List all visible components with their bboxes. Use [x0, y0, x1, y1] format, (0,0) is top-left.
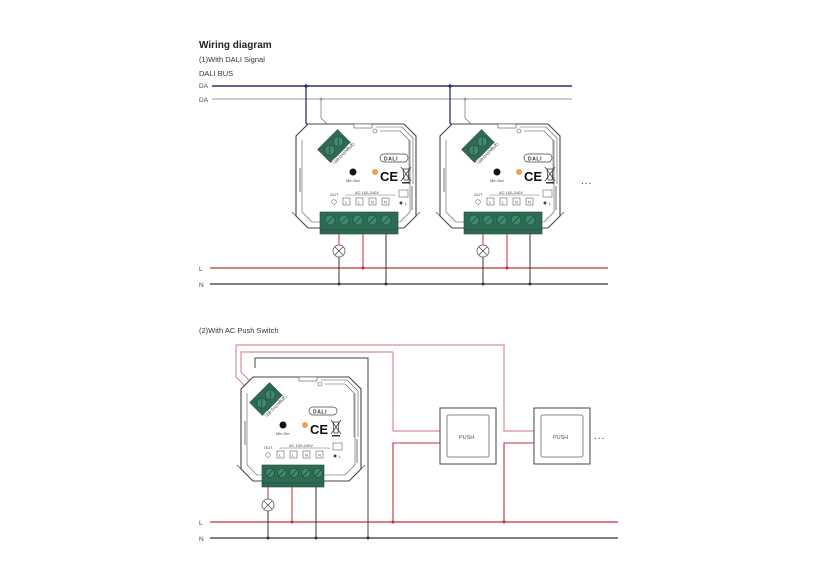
switch-signal-wire-inner — [240, 351, 440, 432]
svg-text:L: L — [549, 201, 552, 206]
power-terminal-block — [319, 211, 399, 235]
svg-text:AC 100-240V: AC 100-240V — [499, 190, 523, 195]
s1-neutral-label: N — [199, 282, 204, 289]
svg-text:N: N — [371, 200, 374, 205]
svg-text:Min.Set: Min.Set — [276, 431, 290, 436]
status-led — [372, 169, 378, 175]
svg-text:L: L — [358, 200, 361, 205]
ground-symbol-icon — [398, 189, 409, 198]
svg-text:L: L — [489, 200, 492, 205]
ce-mark: CE — [380, 169, 398, 184]
s2-neutral-wire — [254, 357, 369, 538]
dali-logo-text: DALI — [384, 157, 398, 163]
svg-text:OUT: OUT — [264, 445, 273, 450]
svg-text:DALI: DALI — [528, 157, 542, 163]
svg-text:N: N — [515, 200, 518, 205]
s1-device-1: DA DA(INPUT) DALI Min.Set CE OUT AC 100-… — [291, 84, 421, 286]
weee-bin-icon — [400, 166, 412, 184]
section2-subtitle: (2)With AC Push Switch — [199, 326, 279, 335]
svg-text:L: L — [345, 200, 348, 205]
svg-text:N: N — [305, 453, 308, 458]
svg-text:L: L — [339, 454, 342, 459]
svg-text:L: L — [292, 453, 295, 458]
svg-text:CE: CE — [310, 422, 328, 437]
bus-line-label-2: DA — [199, 97, 209, 104]
min-set-button — [349, 168, 357, 176]
s2-continuation-dots: ... — [594, 431, 605, 442]
diagram-title: Wiring diagram — [199, 40, 272, 51]
svg-text:OUT: OUT — [474, 192, 483, 197]
dali-logo — [379, 153, 409, 163]
ac-terminal-labels: L L N N — [342, 197, 390, 206]
s1-live-label: L — [199, 266, 203, 273]
svg-text:N: N — [318, 453, 321, 458]
push-switch-label: PUSH — [459, 435, 474, 441]
min-set-label: Min.Set — [346, 178, 360, 183]
s1-device-2: DA DA(INPUT) DALI Min.Set CE OUT AC 100-… — [435, 84, 565, 286]
s2-neutral-label: N — [199, 536, 204, 543]
svg-text:L: L — [502, 200, 505, 205]
voltage-label: AC 100-240V — [355, 190, 379, 195]
weee-bin-icon — [330, 419, 342, 437]
svg-text:L: L — [279, 453, 282, 458]
bus-line-label-1: DA — [199, 83, 209, 90]
out-label: OUT — [330, 192, 339, 197]
weee-bin-icon — [544, 166, 556, 184]
section1-subtitle: (1)With DALI Signal — [199, 55, 265, 64]
svg-text:N: N — [384, 200, 387, 205]
dali-bus-label: DALI BUS — [199, 69, 233, 78]
s2-device: DA DA(INPUT) DALI Min.Set CE OUT AC 100-… — [236, 376, 366, 540]
svg-text:Min.Set: Min.Set — [490, 178, 504, 183]
push-switch-1: PUSH — [439, 407, 497, 465]
push-switch-label: PUSH — [553, 435, 568, 441]
ground-label: L — [405, 201, 408, 206]
switch-signal-wire-outer — [235, 344, 534, 432]
svg-text:CE: CE — [524, 169, 542, 184]
svg-text:DALI: DALI — [313, 410, 327, 416]
push-switch-2: PUSH — [533, 407, 591, 465]
svg-text:AC 100-240V: AC 100-240V — [289, 443, 313, 448]
s1-continuation-dots: ... — [581, 176, 592, 187]
s2-live-label: L — [199, 520, 203, 527]
dali-terminal-block — [317, 129, 353, 164]
out-terminal-icon — [331, 199, 337, 205]
svg-text:N: N — [528, 200, 531, 205]
